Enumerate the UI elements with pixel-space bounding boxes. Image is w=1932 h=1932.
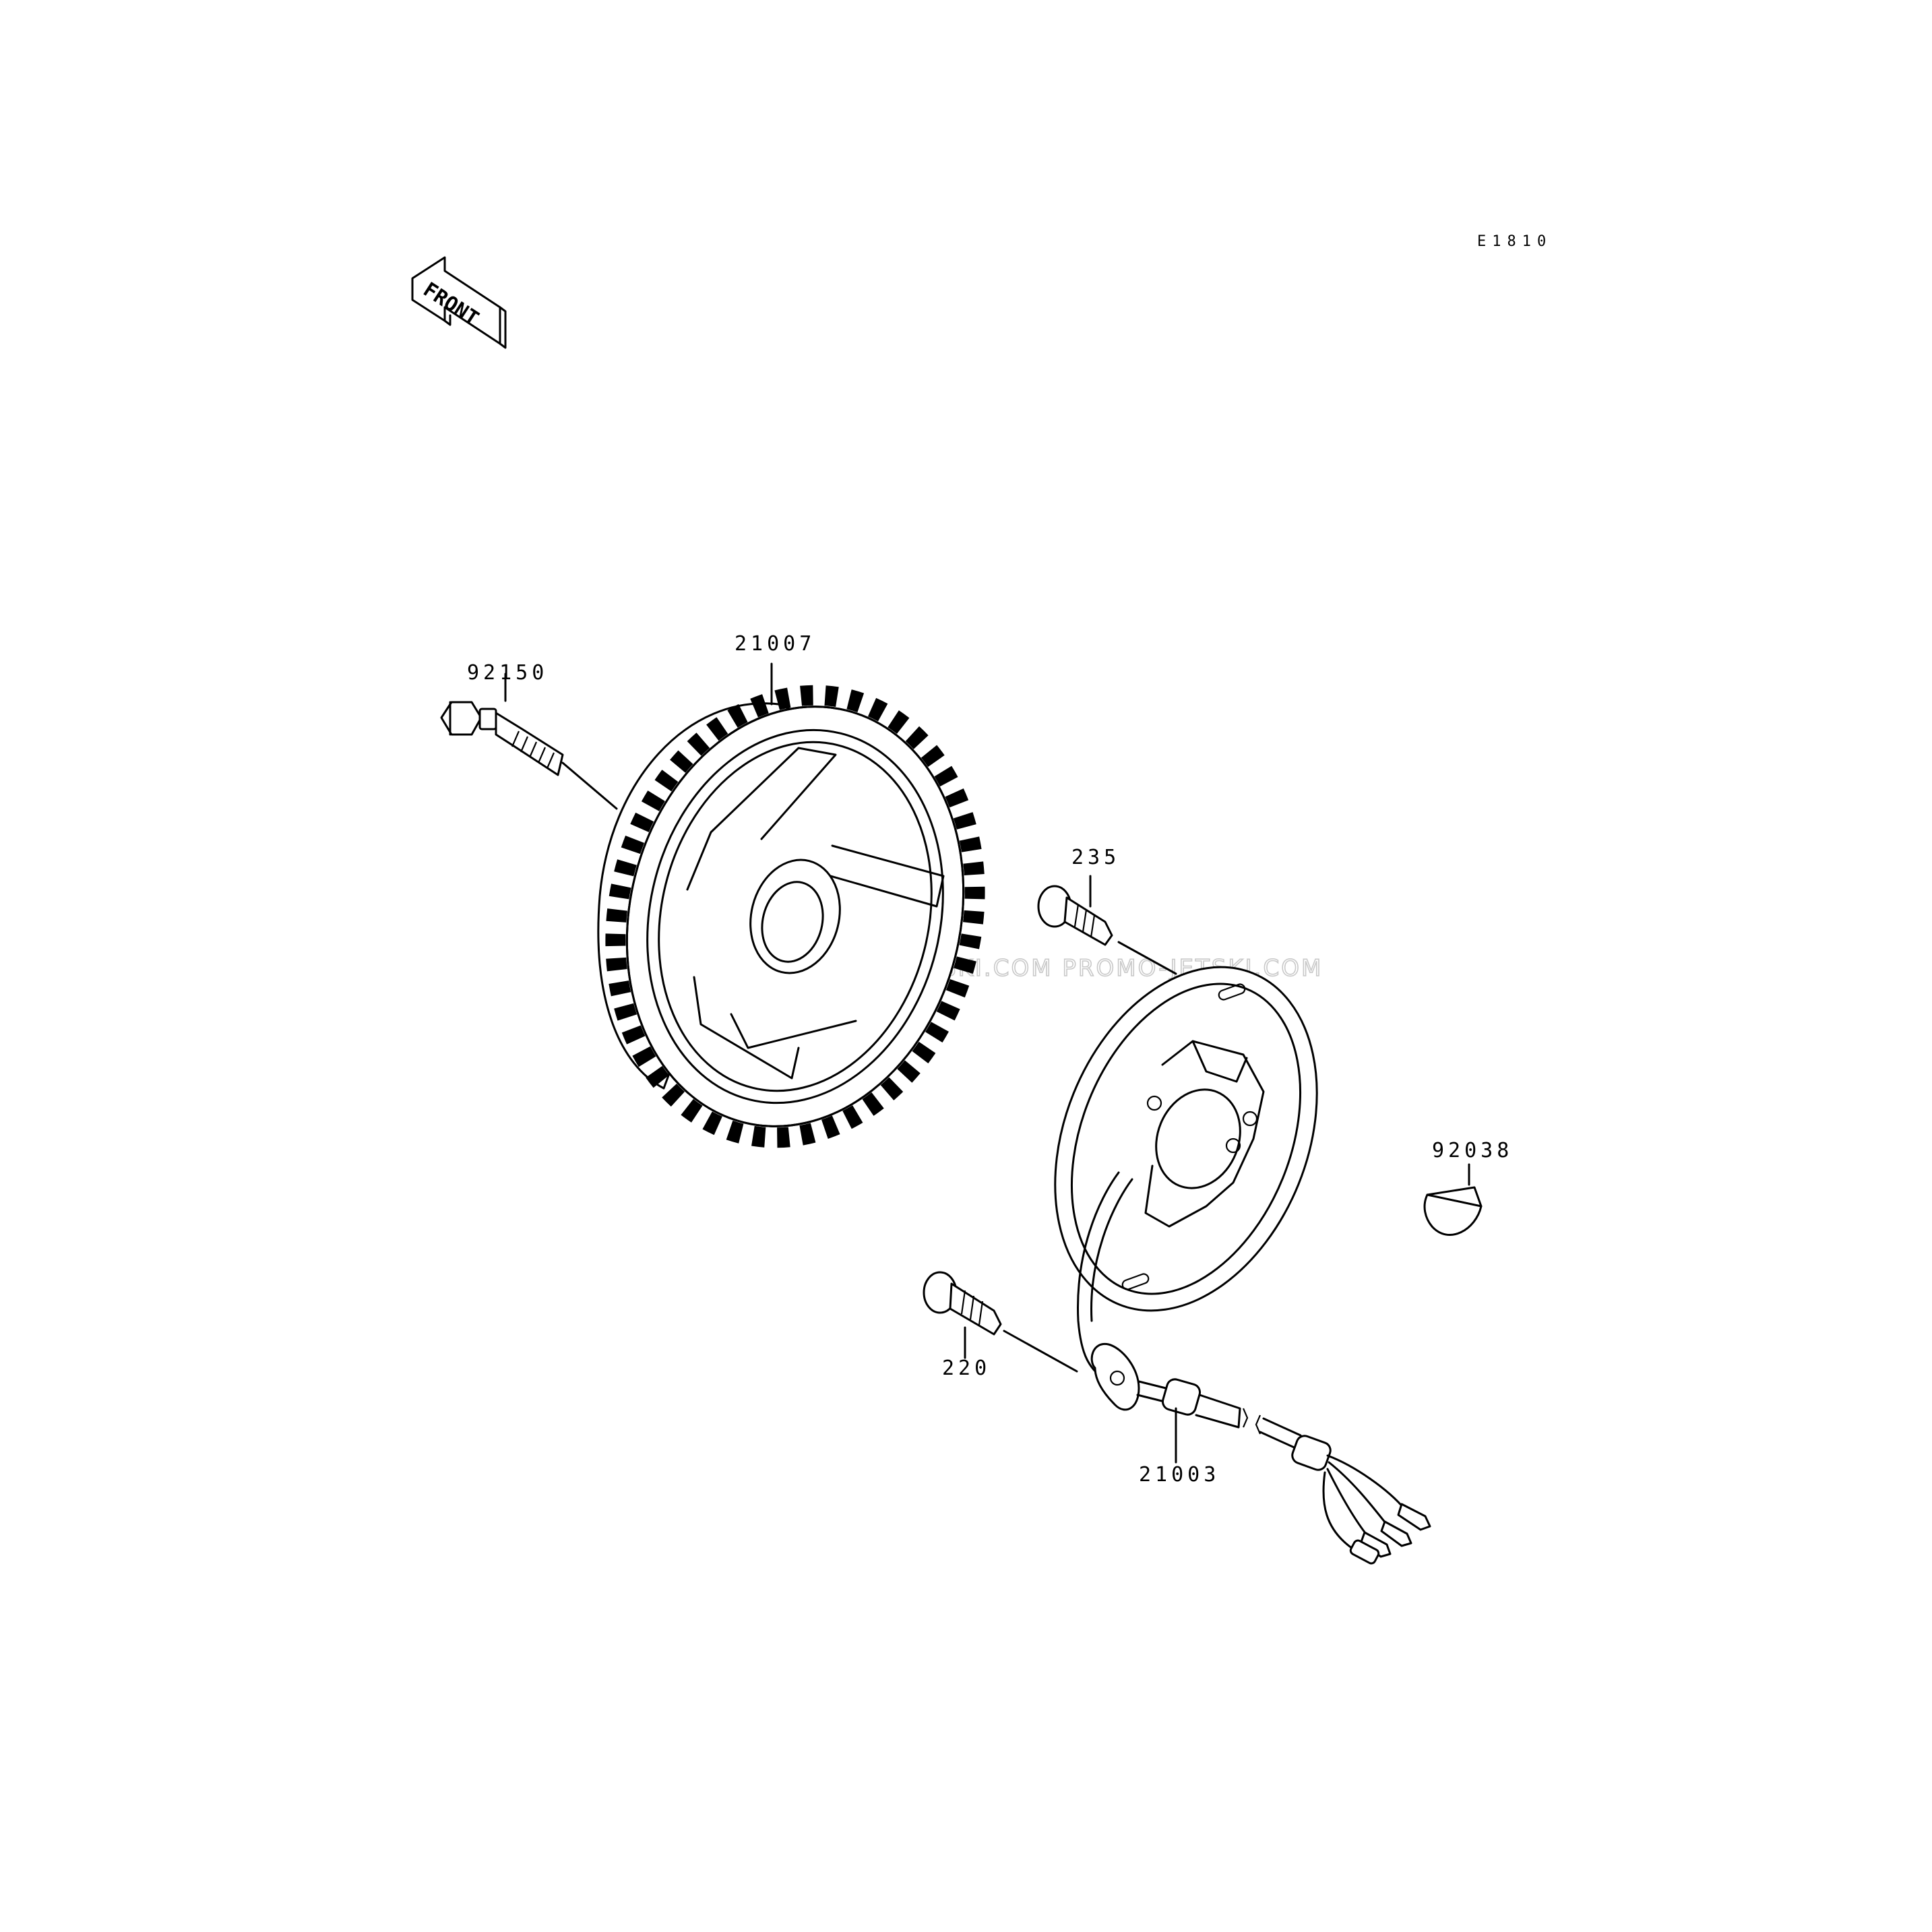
part-number-235: 235 [1071, 846, 1120, 869]
flywheel-part [597, 685, 985, 1148]
part-number-220: 220 [942, 1357, 991, 1380]
part-number-21007: 21007 [735, 632, 815, 656]
part-number-92038: 92038 [1432, 1139, 1513, 1162]
flywheel-bolt-part [440, 701, 618, 810]
front-arrow-icon: FRONT [411, 256, 507, 349]
stator-plate-screw-part [1037, 885, 1177, 975]
stator-assembly-part [1054, 966, 1431, 1565]
grommet-screw-part [923, 1271, 1078, 1373]
diagram-code-label: E1810 [1477, 233, 1552, 250]
woodruff-key-part [1423, 1186, 1483, 1236]
part-number-21003: 21003 [1139, 1463, 1220, 1487]
part-number-92150: 92150 [467, 661, 548, 685]
